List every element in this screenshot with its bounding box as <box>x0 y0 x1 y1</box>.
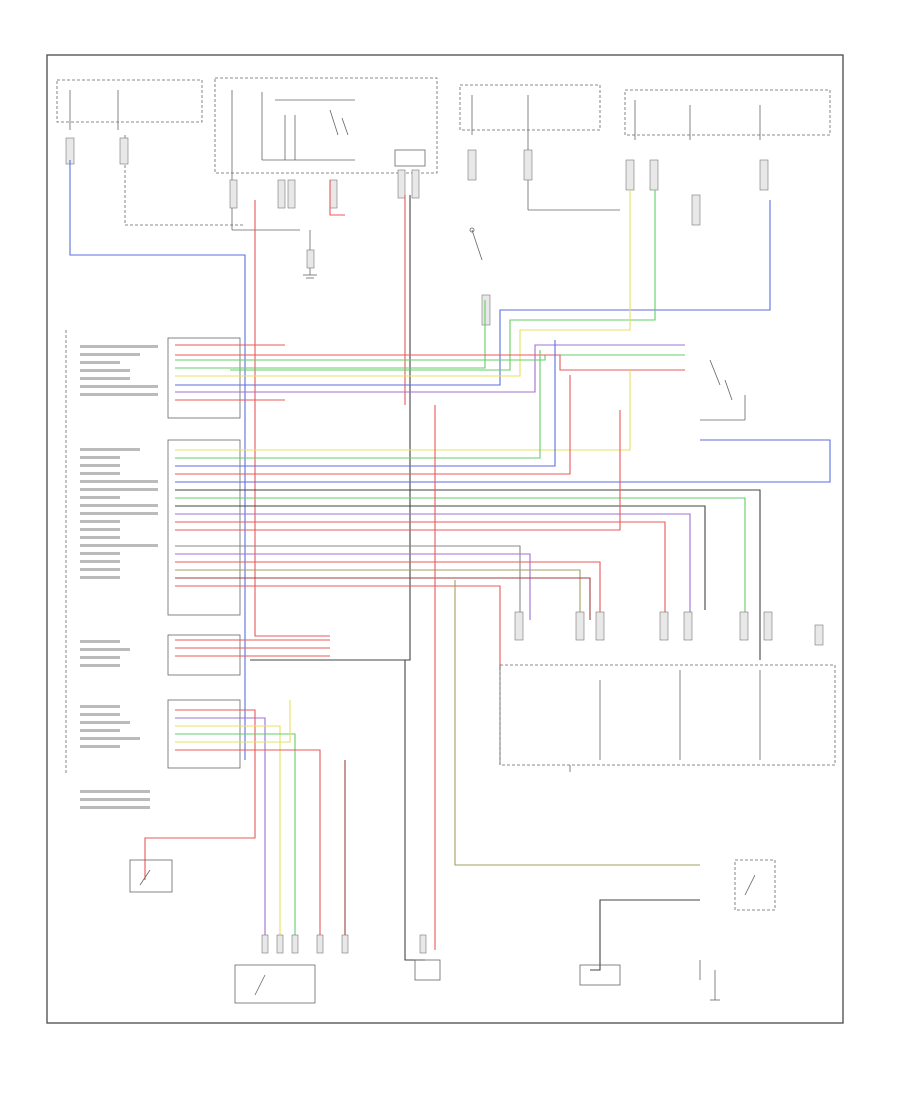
wire-harness <box>69 160 831 971</box>
transmission-range-switch <box>734 859 776 911</box>
ground-icon <box>303 274 317 279</box>
connector-icon <box>229 169 420 209</box>
top-left-fuse-box <box>56 79 245 226</box>
top-center-junction-box <box>214 77 438 279</box>
throttle-position-sensor <box>234 934 441 1004</box>
connector-icon <box>261 934 427 954</box>
switch-icon <box>469 227 483 261</box>
switch-icon <box>700 359 746 421</box>
pcm-module-outline <box>65 330 241 775</box>
switch-icon <box>139 869 151 886</box>
transmission-module <box>499 664 836 772</box>
switch-icon <box>254 974 266 996</box>
connector-icon <box>514 611 824 646</box>
sensor-box-left <box>129 859 173 893</box>
connector-icon <box>65 137 129 165</box>
instrument-cluster <box>624 89 831 226</box>
switch-icon <box>744 874 756 896</box>
switch-icon <box>329 109 349 136</box>
diagram-frame <box>46 54 844 1024</box>
pcm-pin-rows <box>80 345 158 809</box>
top-right-fuse-box <box>459 84 620 326</box>
ground-icon <box>579 960 720 1001</box>
